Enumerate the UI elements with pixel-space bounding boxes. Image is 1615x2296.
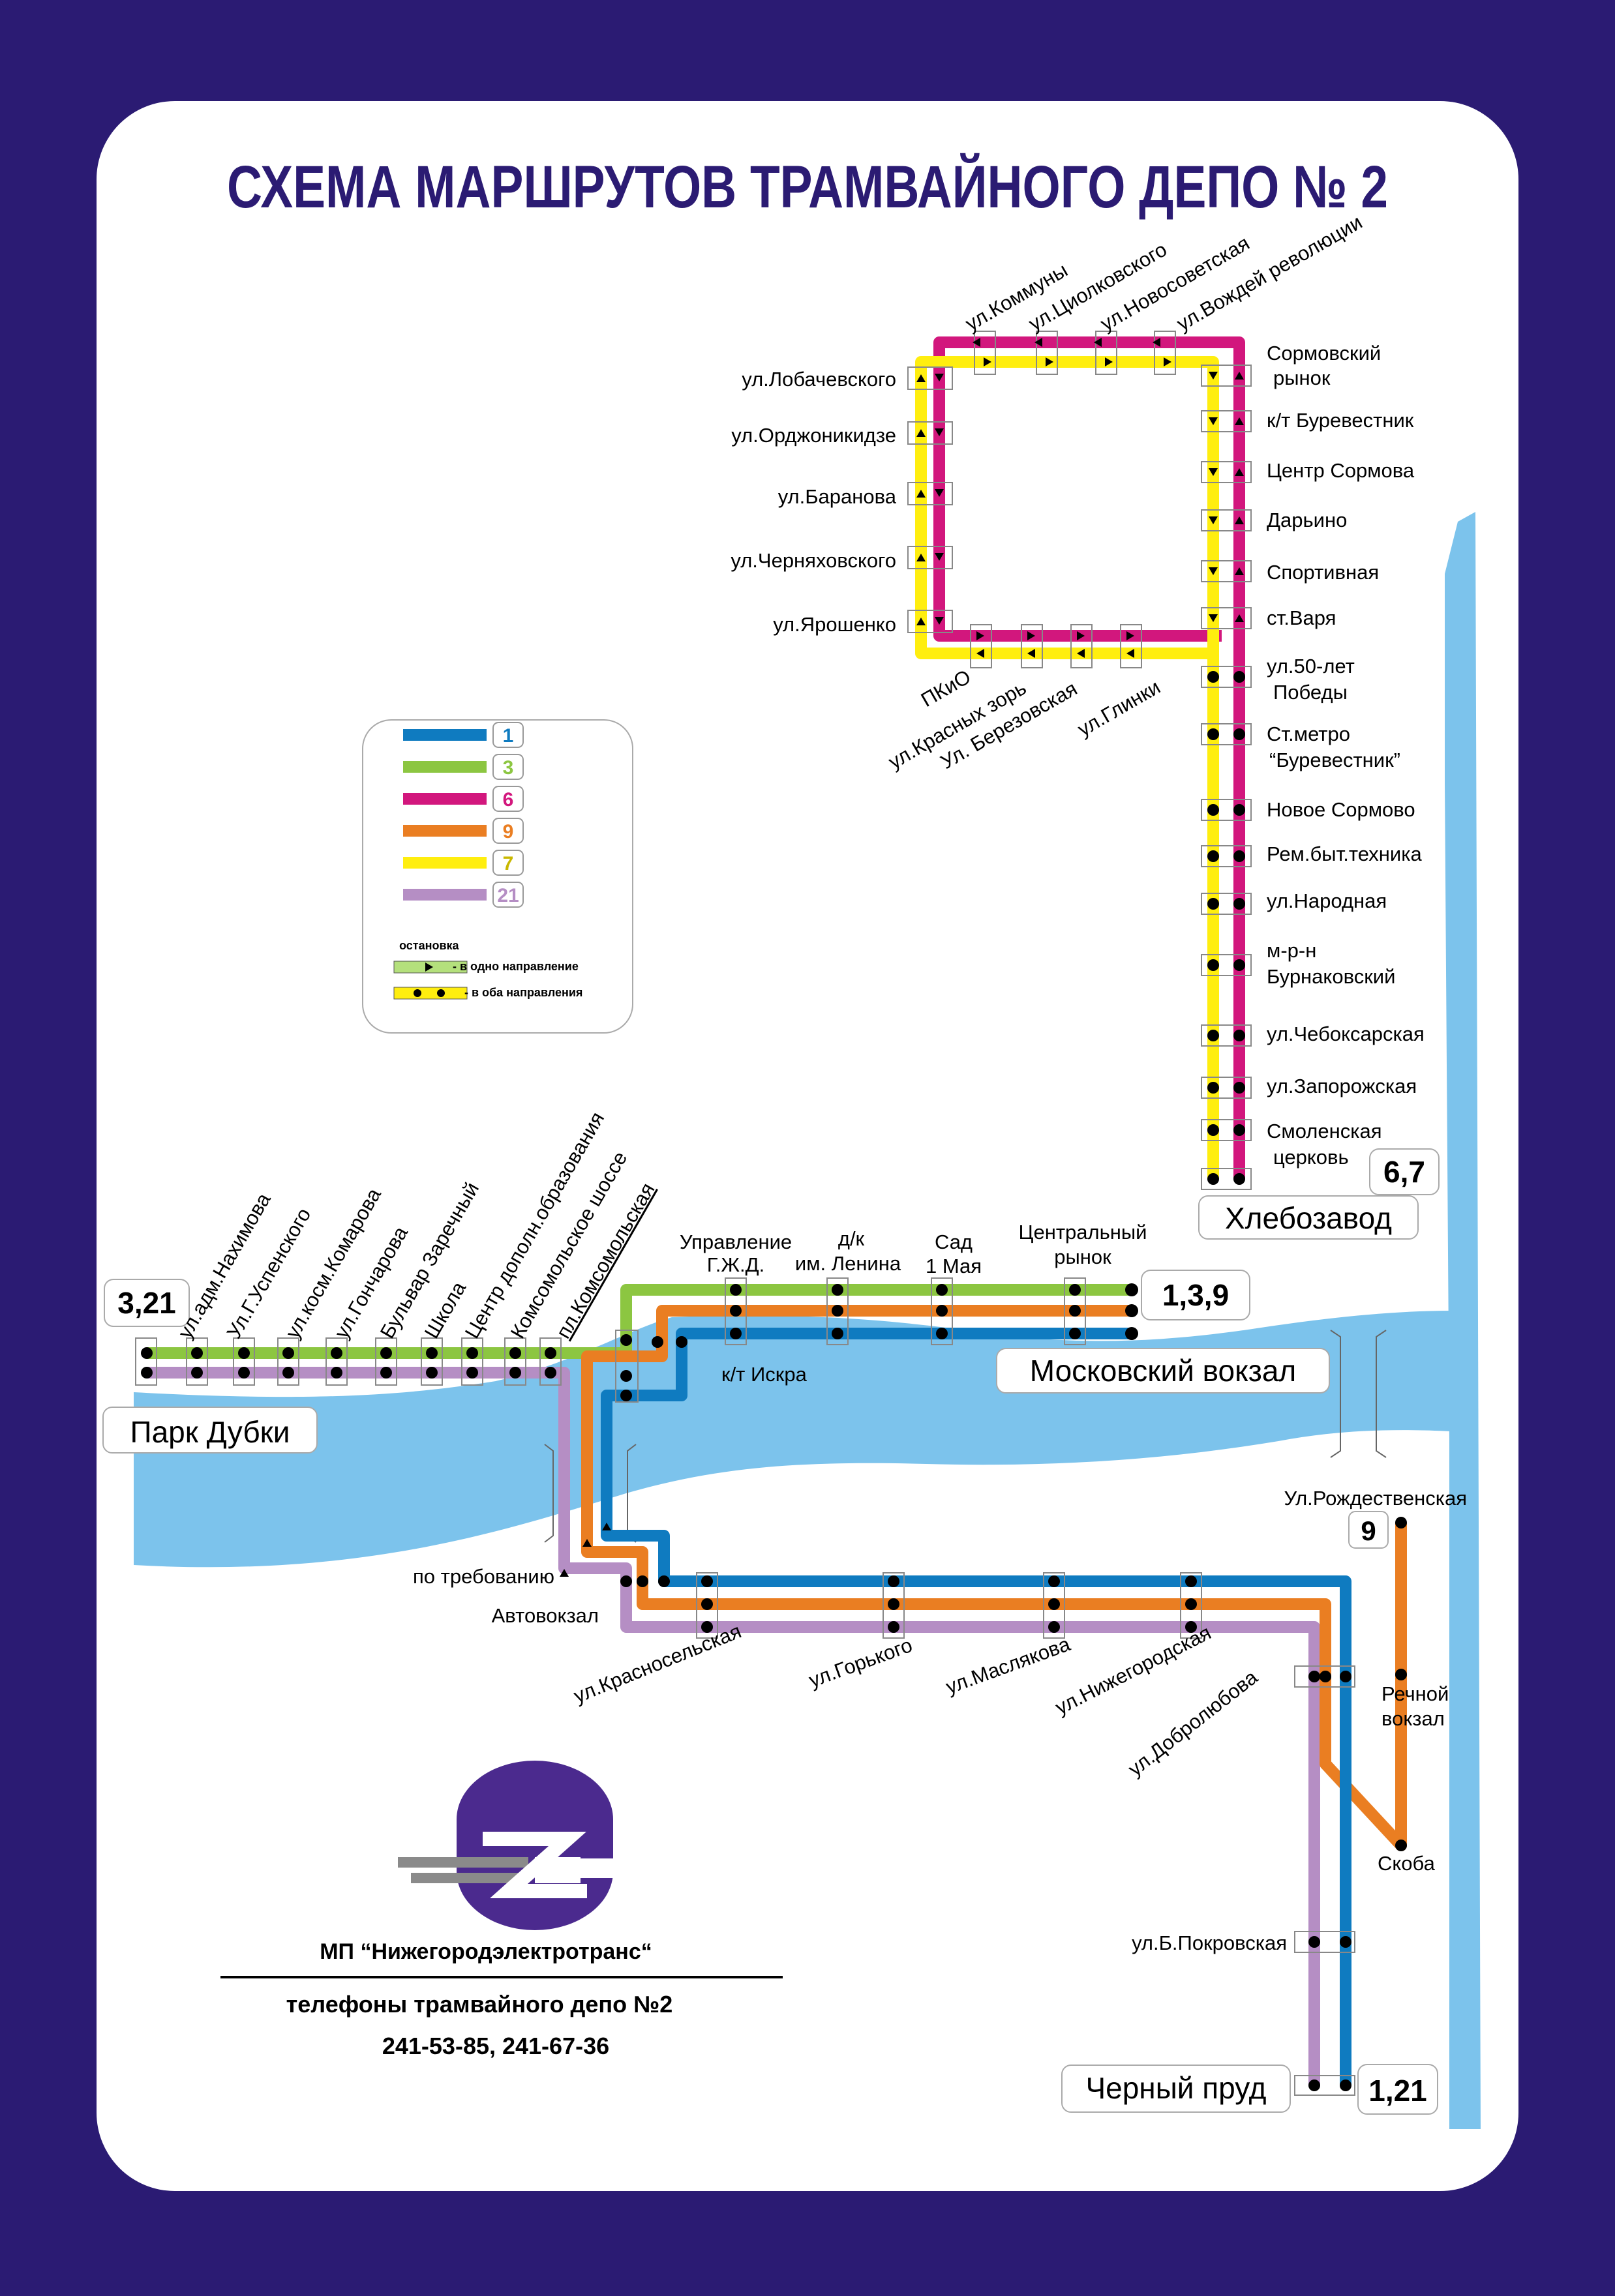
stop-ordzh: ул.Орджоникидзе bbox=[731, 424, 896, 447]
footer-phones-title: телефоны трамвайного депо №2 bbox=[286, 1991, 673, 2018]
legend-route-21-box bbox=[492, 882, 524, 908]
stop-burnak-line1: м-р-н bbox=[1267, 939, 1316, 962]
stop-pobedy-line1: ул.50-лет bbox=[1267, 655, 1355, 678]
legend-route-9-swatch bbox=[403, 825, 487, 837]
stop-upr-line2: Г.Ж.Д. bbox=[707, 1253, 764, 1276]
terminal-moskovsky-name: Московский вокзал bbox=[1030, 1354, 1297, 1388]
legend-one-way-label: - в одно направление bbox=[453, 960, 579, 973]
stop-tsrynok-line2: рынок bbox=[1054, 1245, 1111, 1268]
terminal-dubki-routes: 3,21 bbox=[117, 1286, 176, 1320]
stop-chern: ул.Черняховского bbox=[731, 549, 896, 572]
legend-route-21-label: 21 bbox=[497, 885, 519, 906]
terminal-cherny-name: Черный пруд bbox=[1085, 2071, 1266, 2105]
terminal-hlebozavod-name: Хлебозавод bbox=[1225, 1201, 1392, 1235]
stop-nov-sorm: Новое Сормово bbox=[1267, 798, 1415, 821]
map-title: СХЕМА МАРШРУТОВ ТРАМВАЙНОГО ДЕПО № 2 bbox=[227, 153, 1388, 220]
legend-route-6-box bbox=[492, 786, 524, 812]
stop-arrows bbox=[560, 338, 1244, 1577]
legend-route-1-label: 1 bbox=[503, 725, 514, 747]
terminal-dubki: Парк Дубки 3,21 bbox=[102, 1279, 318, 1454]
stop-smol-line2: церковь bbox=[1273, 1146, 1349, 1169]
legend-route-9-label: 9 bbox=[503, 821, 514, 842]
stop-sorm-rynok-line1: Сормовский bbox=[1267, 342, 1381, 365]
stop-rozhd: Ул.Рождественская bbox=[1284, 1487, 1467, 1510]
stop-metro-line2: “Буревестник” bbox=[1269, 749, 1400, 771]
stop-metro-line1: Ст.метро bbox=[1267, 723, 1350, 745]
terminal-rozhd-routes: 9 bbox=[1361, 1515, 1376, 1546]
stop-rechnoy-line1: Речной bbox=[1381, 1682, 1449, 1705]
stop-markers bbox=[135, 331, 1355, 2096]
stop-dots bbox=[141, 671, 1407, 2091]
stop-rembyt: Рем.быт.техника bbox=[1267, 842, 1422, 865]
legend-both-ways-label: - в оба направления bbox=[464, 986, 582, 999]
terminal-dubki-name: Парк Дубки bbox=[130, 1415, 290, 1449]
legend-route-21-swatch bbox=[403, 889, 487, 901]
map-panel bbox=[97, 101, 1518, 2191]
stop-skoba: Скоба bbox=[1378, 1852, 1436, 1875]
stop-tsentr-sorm: Центр Сормова bbox=[1267, 459, 1415, 482]
legend-both-ways-dot1 bbox=[414, 989, 421, 997]
legend-route-6-swatch bbox=[403, 793, 487, 805]
terminal-rozhd: 9 bbox=[1348, 1511, 1389, 1549]
stop-bpokr: ул.Б.Покровская bbox=[1132, 1931, 1287, 1954]
stop-sport: Спортивная bbox=[1267, 561, 1379, 584]
legend-route-7-label: 7 bbox=[503, 853, 514, 874]
stop-daryino: Дарьино bbox=[1267, 509, 1347, 531]
stop-zaporozh: ул.Запорожская bbox=[1267, 1075, 1417, 1097]
stop-lobach: ул.Лобачевского bbox=[742, 368, 896, 391]
legend-both-ways-swatch bbox=[393, 987, 468, 1000]
stop-smol-line1: Смоленская bbox=[1267, 1120, 1381, 1142]
legend-route-3-box bbox=[492, 754, 524, 780]
footer-org: МП “Нижегородэлектротранс“ bbox=[320, 1939, 652, 1964]
legend-one-way-arrow bbox=[425, 962, 433, 972]
stop-yarosh: ул.Ярошенко bbox=[773, 613, 896, 636]
route-7-line bbox=[915, 356, 1219, 1179]
stop-varya: ст.Варя bbox=[1267, 606, 1336, 629]
stop-lenina-line2: им. Ленина bbox=[795, 1252, 901, 1275]
stop-narodnaya: ул.Народная bbox=[1267, 889, 1387, 912]
terminal-moskovsky-routes: 1,3,9 bbox=[1162, 1278, 1229, 1312]
stop-pobedy-line2: Победы bbox=[1273, 681, 1348, 704]
stop-avtovokzal: Автовокзал bbox=[492, 1604, 599, 1627]
legend-route-3-label: 3 bbox=[503, 757, 514, 779]
legend-stop-title: остановка bbox=[399, 939, 460, 952]
stop-tsrynok-line1: Центральный bbox=[1019, 1221, 1147, 1244]
stop-rechnoy-line2: вокзал bbox=[1381, 1707, 1445, 1730]
legend-route-3-swatch bbox=[403, 761, 487, 773]
legend: 1 3 6 9 7 21 остановка - в одно направление -… bbox=[362, 719, 633, 1034]
stop-baranova: ул.Баранова bbox=[778, 485, 897, 508]
legend-routes: 1 3 6 9 7 21 bbox=[403, 722, 524, 908]
terminal-hlebozavod-routes: 6,7 bbox=[1383, 1155, 1425, 1189]
legend-route-7-box bbox=[492, 850, 524, 876]
stop-sorm-rynok-line2: рынок bbox=[1273, 366, 1331, 389]
legend-route-1-swatch bbox=[403, 729, 487, 741]
terminal-hlebozavod: Хлебозавод 6,7 bbox=[1198, 1148, 1440, 1240]
footer-phones: 241-53-85, 241-67-36 bbox=[382, 2033, 609, 2059]
legend-route-7-swatch bbox=[403, 857, 487, 869]
org-logo bbox=[398, 1761, 616, 1930]
legend-route-6-label: 6 bbox=[503, 789, 514, 811]
stop-cheboks: ул.Чебоксарская bbox=[1267, 1022, 1425, 1045]
stop-lenina-line1: д/к bbox=[838, 1227, 865, 1250]
stop-burnak-line2: Бурнаковский bbox=[1267, 965, 1395, 988]
legend-route-1-box bbox=[492, 722, 524, 748]
terminal-cherny-routes: 1,21 bbox=[1368, 2074, 1427, 2108]
stop-sad-line1: Сад bbox=[935, 1230, 973, 1253]
stop-sad-line2: 1 Мая bbox=[926, 1255, 982, 1277]
terminal-cherny: Черный пруд 1,21 bbox=[1061, 2064, 1438, 2115]
stop-iskra: к/т Искра bbox=[721, 1363, 808, 1386]
route-1-line bbox=[601, 1328, 1351, 2085]
legend-route-9-box bbox=[492, 818, 524, 844]
stop-upr-line1: Управление bbox=[680, 1230, 792, 1253]
legend-both-ways-dot2 bbox=[437, 989, 445, 997]
terminal-moskovsky: Московский вокзал 1,3,9 bbox=[996, 1270, 1330, 1394]
route-21-line bbox=[147, 1367, 1320, 2085]
stop-burev: к/т Буревестник bbox=[1267, 409, 1414, 432]
stop-po-treb: по требованию bbox=[413, 1565, 554, 1588]
